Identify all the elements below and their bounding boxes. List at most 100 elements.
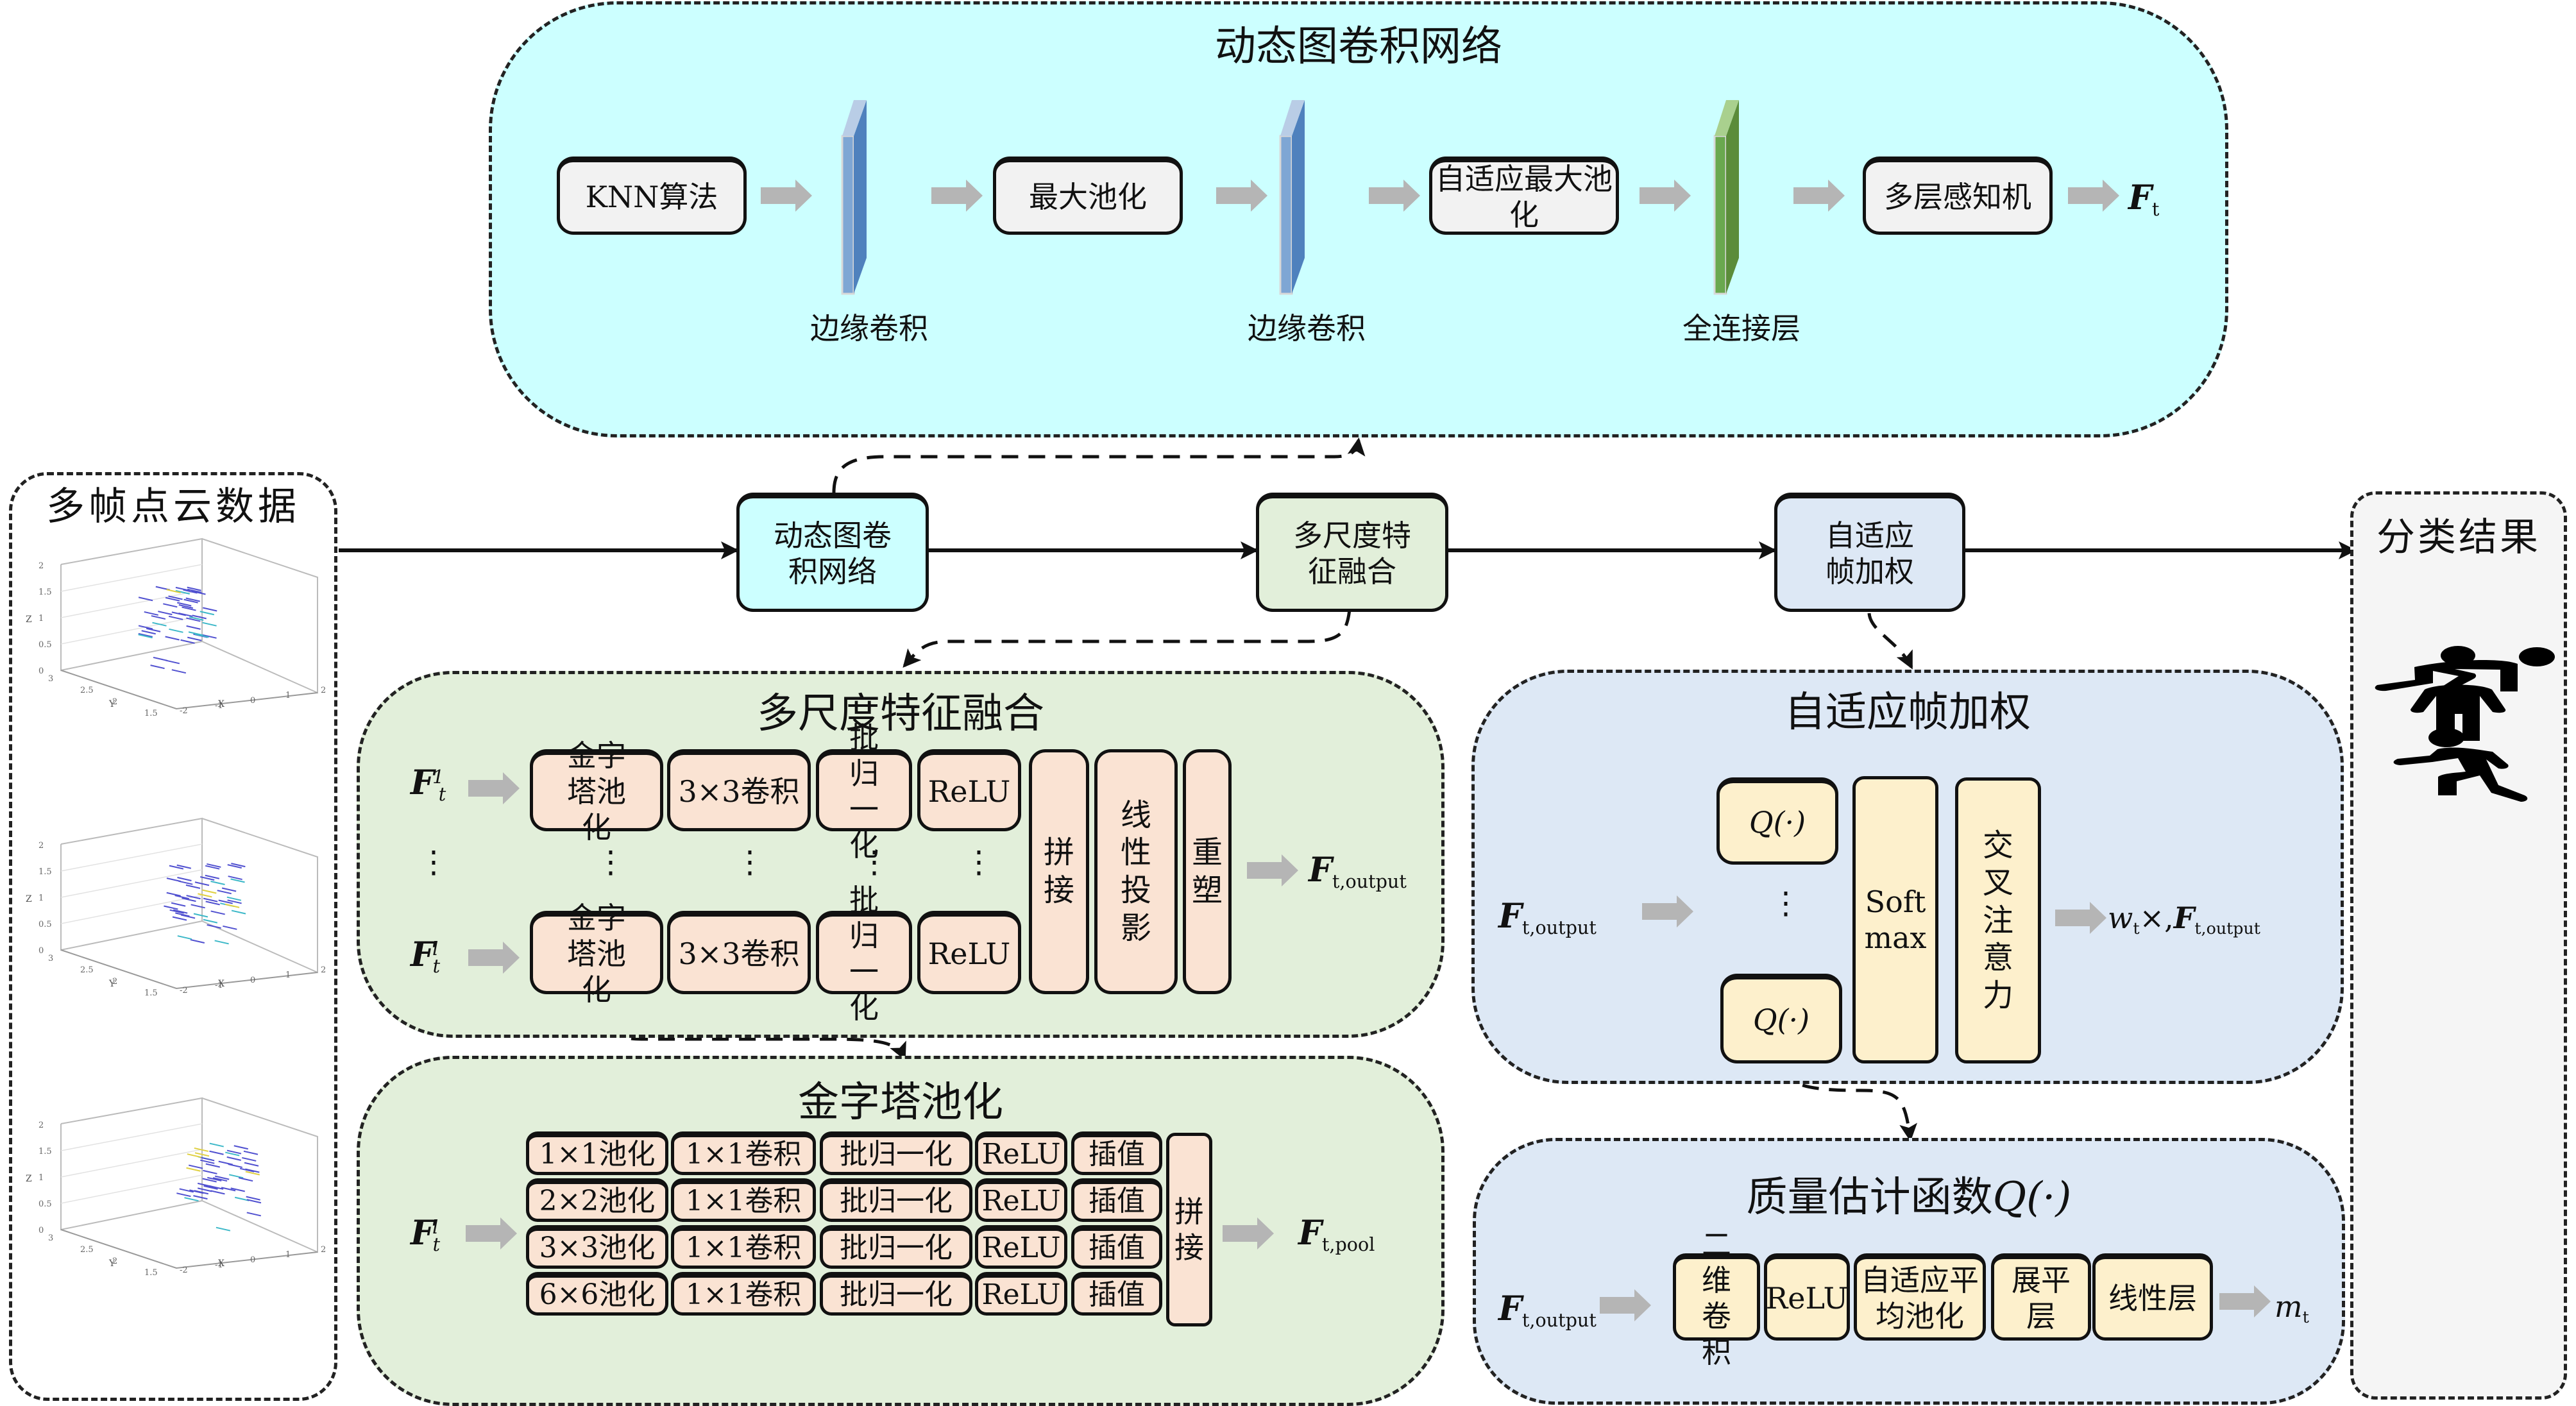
point-cloud-stroke: [169, 628, 183, 633]
point-cloud-stroke: [185, 597, 200, 602]
msff-row-2-block-1: 金字塔池化: [530, 901, 663, 1007]
z-tick: 1: [38, 894, 44, 903]
z-tick: 1.5: [38, 867, 52, 877]
pyramid-row-1-block-4: ReLU: [975, 1131, 1067, 1175]
point-cloud-stroke: [183, 598, 198, 604]
title-math: Q(·): [1992, 1174, 2072, 1221]
quality-input-label: Ft,output: [1498, 1289, 1597, 1331]
pyramid-row-2-block-5: 插值: [1071, 1178, 1162, 1222]
gridline: [60, 843, 203, 872]
point-cloud-stroke: [209, 1142, 224, 1148]
point-cloud-stroke: [238, 1177, 253, 1182]
point-cloud-stroke: [245, 1168, 260, 1173]
point-cloud-stroke: [225, 903, 240, 908]
point-cloud-stroke: [182, 897, 196, 902]
point-cloud-stroke: [141, 630, 156, 635]
msff-row-1-block-2: 3×3卷积: [667, 749, 811, 831]
point-cloud-stroke: [178, 880, 193, 885]
input-panel: 多帧点云数据: [9, 472, 337, 1401]
point-cloud-stroke: [186, 895, 201, 900]
pipeline-stage-msff[interactable]: 多尺度特征融合: [1256, 493, 1448, 612]
point-cloud-stroke: [175, 586, 191, 591]
point-cloud-stroke: [230, 1187, 245, 1192]
subscript: t: [2302, 1307, 2309, 1326]
point-cloud-stroke: [203, 1185, 218, 1190]
superscript: l: [432, 937, 439, 960]
y-label: Y: [108, 699, 115, 709]
x-tick: 1: [285, 1250, 291, 1260]
msff-input-1: F1t: [411, 763, 446, 805]
point-cloud-stroke: [177, 935, 192, 940]
output-subscript: t: [2151, 198, 2160, 220]
crawling-person-icon: [2375, 647, 2555, 694]
point-cloud-stroke: [144, 611, 158, 616]
flow-arrow: [1793, 180, 1845, 212]
point-cloud-stroke: [192, 614, 207, 620]
point-cloud-stroke: [166, 892, 181, 897]
subscript: t,output: [1332, 870, 1407, 892]
pipeline-stage-afw[interactable]: 自适应帧加权: [1774, 493, 1965, 612]
point-cloud-stroke: [194, 1147, 209, 1152]
point-cloud-stroke: [199, 1156, 215, 1162]
edge-conv-layer-2: [1275, 96, 1346, 295]
flow-arrow: [1216, 180, 1267, 212]
x-tick: 0: [250, 696, 255, 706]
pyramid-row-2-block-3: 批归一化: [820, 1178, 972, 1222]
x-label: X: [218, 1258, 225, 1269]
point-cloud-stroke: [209, 1150, 224, 1155]
flow-arrow: [761, 180, 812, 212]
z-tick: 1: [38, 1173, 44, 1183]
weight-subscript: t: [2133, 919, 2140, 938]
detail-link-afw: [1867, 613, 1913, 670]
point-cloud-stroke: [226, 1149, 242, 1155]
point-cloud-stroke: [171, 611, 187, 616]
gridline: [60, 1149, 203, 1178]
point-cloud-stroke: [203, 897, 218, 902]
z-tick: 0: [38, 1226, 44, 1235]
point-cloud-stroke: [194, 1190, 209, 1195]
symbol: m: [2275, 1289, 2303, 1324]
softmax-block: Soft max: [1852, 776, 1938, 1063]
y-label: Y: [108, 979, 115, 989]
point-cloud-stroke: [158, 611, 173, 616]
point-cloud-stroke: [210, 910, 225, 915]
quality-output-label: mt: [2275, 1289, 2309, 1326]
point-cloud-stroke: [171, 669, 187, 674]
point-cloud-stroke: [210, 881, 225, 885]
quality-block-4: 展平层: [1991, 1253, 2091, 1341]
pyramid-row-1-block-3: 批归一化: [820, 1131, 972, 1175]
plot-side-wall: [201, 1097, 318, 1253]
dgcnn-output-label: Ft: [2128, 178, 2159, 220]
max-pool-block: 最大池化: [993, 157, 1183, 235]
vertical-dots: ⋮: [1770, 885, 1801, 921]
point-cloud-stroke: [138, 634, 153, 639]
pipeline-stage-dgcnn[interactable]: 动态图卷积网络: [736, 493, 929, 612]
z-tick: 0.5: [38, 920, 52, 929]
y-label: Y: [108, 1258, 115, 1269]
point-cloud-stroke: [199, 876, 215, 881]
result-panel: 分类结果: [2350, 491, 2567, 1400]
point-cloud-stroke: [190, 939, 205, 944]
msff-row-2-block-2: 3×3卷积: [667, 911, 811, 994]
z-tick: 0: [38, 666, 44, 676]
pyramid-row-4-block-5: 插值: [1071, 1272, 1162, 1316]
y-tick: 1.5: [144, 988, 158, 998]
x-tick: -2: [180, 1266, 188, 1275]
detail-link-msff: [902, 609, 1352, 668]
point-cloud-stroke: [207, 1176, 222, 1182]
edge-conv-layer-1: [837, 96, 908, 295]
y-tick: 2.5: [80, 686, 94, 695]
subscript: t: [438, 783, 446, 805]
point-cloud-stroke: [187, 588, 202, 593]
z-tick: 2: [38, 561, 44, 571]
y-tick: 1.5: [144, 709, 158, 718]
x-tick: 0: [250, 976, 255, 985]
symbol: F: [411, 1214, 434, 1253]
flow-arrow: [2068, 180, 2119, 212]
point-cloud-stroke: [242, 1156, 257, 1162]
point-cloud-stroke: [174, 895, 189, 900]
flow-arrow: [1600, 1289, 1651, 1321]
point-cloud-stroke: [175, 589, 190, 595]
flow-arrow: [466, 1217, 517, 1249]
